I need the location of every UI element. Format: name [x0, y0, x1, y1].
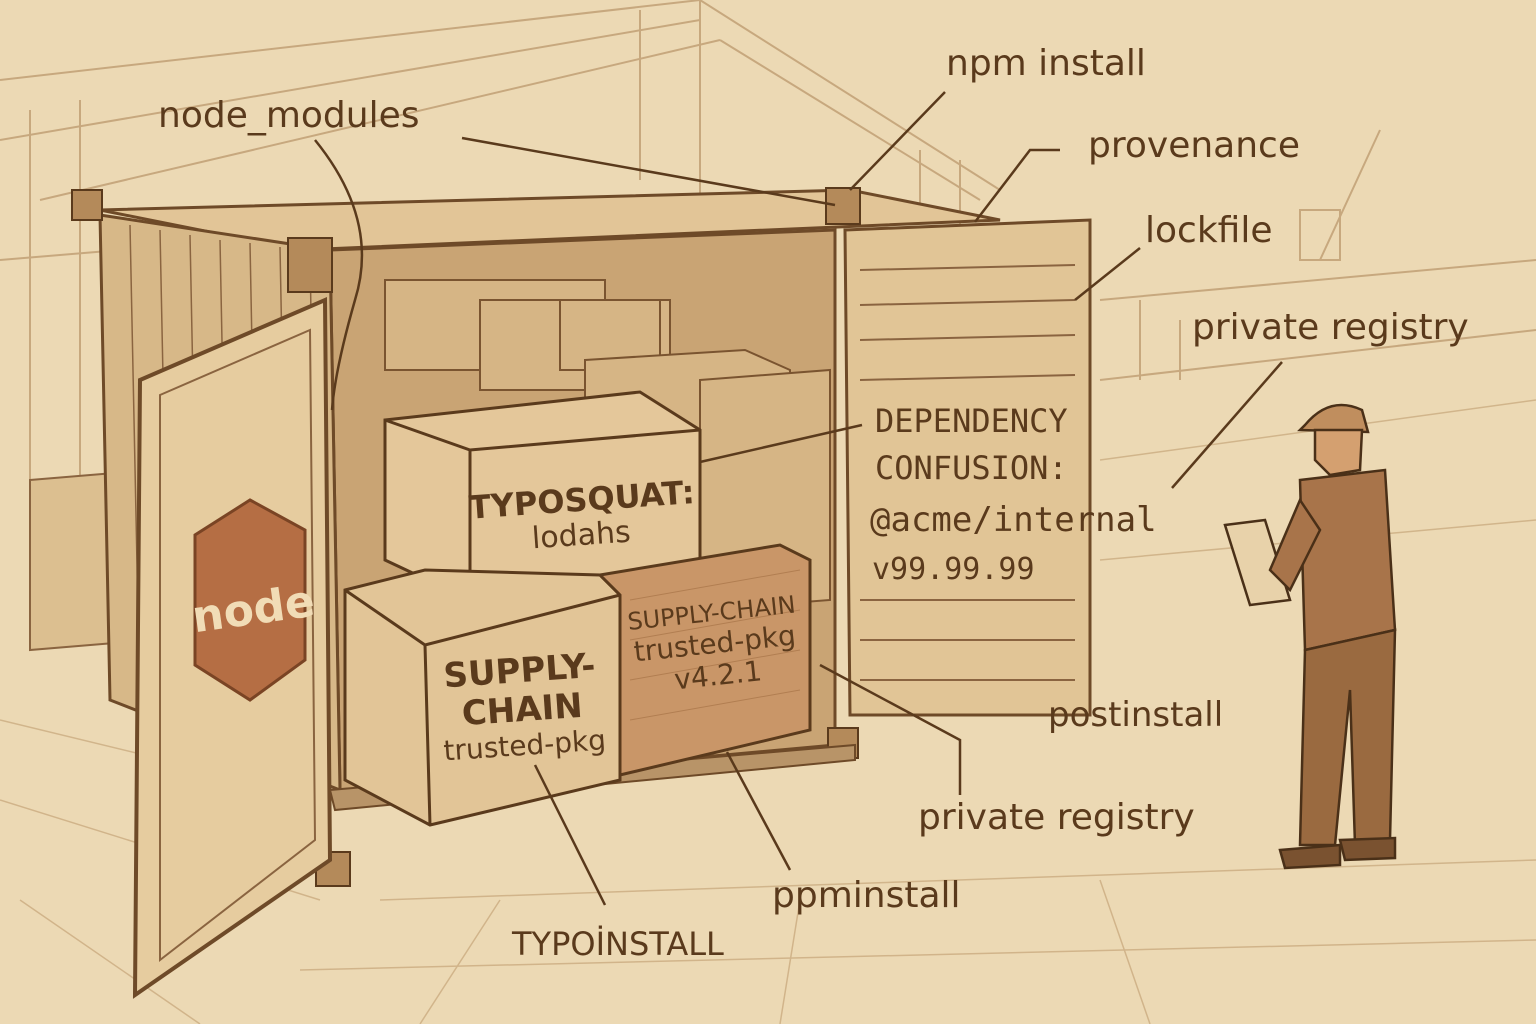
- label-postinstall: postinstall: [1048, 695, 1224, 735]
- right-door-panels: [859, 264, 1076, 681]
- label-private-registry-top: private registry: [1192, 307, 1469, 348]
- supply-chain-box-right-shape: [596, 543, 812, 777]
- label-acme-package: @acme/internal: [870, 500, 1157, 540]
- node-logo-shape: [193, 498, 307, 702]
- label-ppminstall: ppminstall: [772, 875, 961, 916]
- worker-figure: [1223, 403, 1397, 870]
- label-lockfile: lockfile: [1145, 210, 1273, 251]
- back-crates: [384, 279, 831, 612]
- right-door: [843, 218, 1092, 717]
- label-typoinstall: TYPOİNSTALL: [512, 925, 724, 963]
- label-acme-version: v99.99.99: [872, 552, 1035, 587]
- label-dependency-confusion-2: CONFUSION:: [875, 449, 1068, 487]
- label-provenance: provenance: [1088, 125, 1300, 166]
- label-npm-install: npm install: [946, 43, 1146, 84]
- label-dependency-confusion: DEPENDENCY: [875, 402, 1068, 440]
- label-node-modules: node_modules: [158, 95, 420, 136]
- label-private-registry-bottom: private registry: [918, 797, 1195, 838]
- supply-chain-left-label: SUPPLY- CHAIN trusted-pkg: [428, 646, 615, 769]
- leader-lines: [314, 91, 1283, 906]
- corner-castings: [71, 187, 861, 887]
